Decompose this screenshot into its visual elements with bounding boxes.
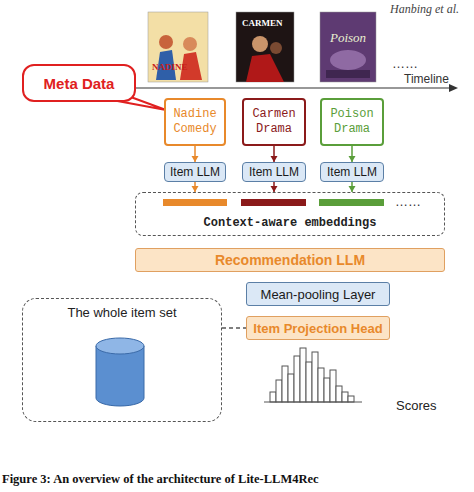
embedding-bar (241, 199, 306, 206)
poster-title: NADINE (152, 62, 188, 72)
node-text: Item LLM (249, 165, 299, 179)
item-llm-box: Item LLM (320, 162, 384, 182)
connector (271, 146, 278, 162)
connector (222, 328, 246, 329)
node-text: The whole item set (67, 305, 176, 320)
axis-label: Scores (396, 398, 436, 413)
item-llm-box: Item LLM (242, 162, 306, 182)
recommendation-llm-band: Recommendation LLM (135, 248, 445, 272)
node-text: Nadine Comedy (168, 107, 222, 137)
node-text: Recommendation LLM (215, 252, 365, 268)
item-llm-box: Item LLM (164, 162, 226, 182)
connector-line (273, 182, 275, 192)
axis-label: Timeline (404, 72, 449, 86)
node-text: Poison Drama (324, 107, 380, 137)
connector-line (194, 146, 196, 162)
callout-bubble: Meta Data (22, 64, 136, 102)
metadata-box: Nadine Comedy (164, 98, 226, 146)
metadata-box: Poison Drama (320, 98, 384, 146)
projection-head-box: Item Projection Head (246, 316, 390, 340)
figure-caption: Figure 3: An overview of the architectur… (2, 472, 319, 487)
connector (192, 182, 199, 192)
connector (349, 182, 356, 192)
embedding-bar (163, 199, 227, 206)
metadata-box: Carmen Drama (242, 98, 306, 146)
ellipsis: …… (392, 56, 418, 71)
node-text: Context-aware embeddings (204, 216, 377, 230)
connector-line (273, 146, 275, 162)
connector (349, 146, 356, 162)
embedding-bar (319, 199, 384, 206)
poster-title: CARMEN (242, 18, 283, 28)
node-text: Carmen Drama (246, 107, 302, 137)
database-cylinder (96, 338, 144, 406)
histogram-baseline (264, 402, 362, 403)
score-histogram (270, 348, 354, 402)
connector-line (351, 182, 353, 192)
node-text: Item LLM (327, 165, 377, 179)
pooling-layer-box: Mean-pooling Layer (246, 282, 390, 306)
node-text: Mean-pooling Layer (261, 287, 376, 302)
connector-line (222, 327, 246, 329)
movie-poster (320, 12, 376, 82)
connector-line (351, 146, 353, 162)
node-text: Item LLM (170, 165, 220, 179)
connector-line (194, 182, 196, 192)
running-header: Hanbing et al. (390, 2, 459, 17)
movie-poster (148, 12, 208, 82)
poster-title: Poison (330, 30, 366, 46)
movie-poster (236, 12, 294, 82)
node-text: Meta Data (44, 75, 115, 92)
ellipsis: …… (395, 194, 421, 209)
connector (271, 182, 278, 192)
connector (192, 146, 199, 162)
item-set-group: The whole item set (22, 298, 222, 422)
timeline-arrowhead (449, 84, 458, 92)
timeline-axis (130, 87, 452, 88)
node-text: Item Projection Head (253, 321, 382, 336)
